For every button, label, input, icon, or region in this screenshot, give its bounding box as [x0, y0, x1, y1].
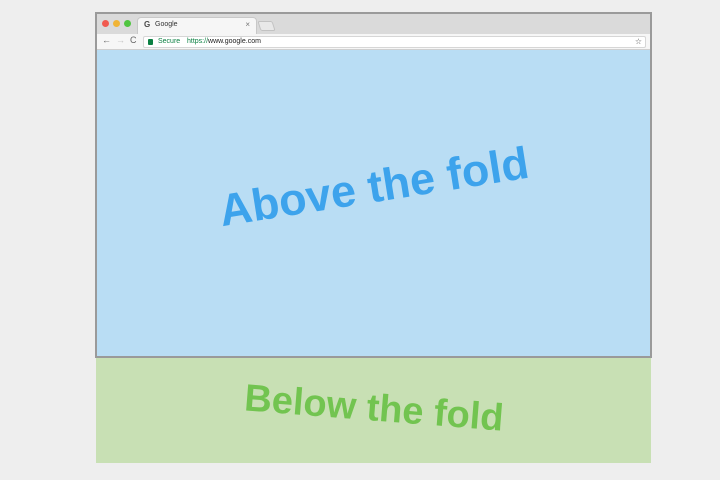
address-bar[interactable]: Secure https://www.google.com ☆ — [143, 36, 646, 48]
window-minimize-button[interactable] — [113, 20, 120, 27]
tab-title: Google — [155, 21, 178, 28]
url-scheme: https:// — [187, 38, 209, 45]
tab-strip: G Google × — [97, 14, 650, 34]
window-maximize-button[interactable] — [124, 20, 131, 27]
tab-close-icon[interactable]: × — [245, 20, 250, 29]
browser-window: G Google × ← → C Secure https://www.goog… — [95, 12, 652, 358]
url-host: www.google.com — [208, 38, 261, 45]
browser-toolbar: ← → C Secure https://www.google.com ☆ — [97, 34, 650, 50]
reload-icon[interactable]: C — [130, 35, 137, 45]
window-close-button[interactable] — [102, 20, 109, 27]
forward-arrow-icon[interactable]: → — [116, 35, 125, 45]
lock-icon — [148, 39, 153, 45]
url-text: https://www.google.com — [187, 38, 261, 45]
back-arrow-icon[interactable]: ← — [102, 35, 111, 45]
google-favicon-icon: G — [144, 20, 151, 29]
secure-label: Secure — [158, 38, 181, 45]
above-fold-label: Above the fold — [215, 136, 532, 237]
new-tab-button[interactable] — [257, 21, 276, 31]
tab-google[interactable]: G Google × — [137, 17, 257, 34]
bookmark-star-icon[interactable]: ☆ — [634, 37, 642, 46]
below-the-fold-area: Below the fold — [96, 357, 651, 463]
below-fold-label: Below the fold — [242, 377, 505, 440]
